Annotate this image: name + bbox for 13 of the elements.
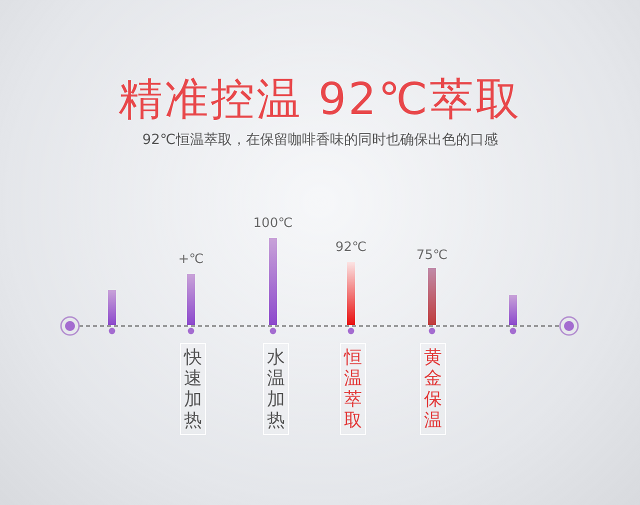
endpoint-circle xyxy=(559,316,579,336)
temperature-label: 100℃ xyxy=(253,216,293,231)
subtitle: 92℃恒温萃取，在保留咖啡香味的同时也确保出色的口感 xyxy=(142,131,498,149)
temperature-label: 92℃ xyxy=(335,240,367,255)
stage-label-box: 恒温萃取 xyxy=(340,343,366,435)
stage-label-box: 快速加热 xyxy=(180,343,206,435)
temperature-label: +℃ xyxy=(178,252,204,267)
temperature-label: 75℃ xyxy=(416,248,448,263)
stage-label-box: 水温加热 xyxy=(263,343,289,435)
stage-label-box: 黄金保温 xyxy=(420,343,446,435)
title: 精准控温 92℃萃取 xyxy=(117,73,523,127)
endpoint-circle xyxy=(60,316,80,336)
timeline-line xyxy=(79,325,560,327)
